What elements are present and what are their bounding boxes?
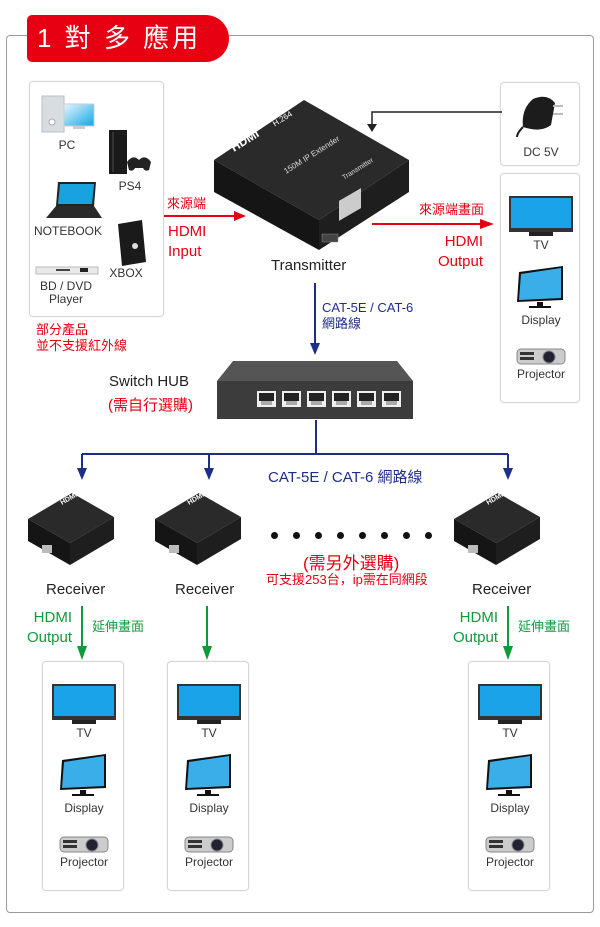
- bd-dvd-player-icon: [35, 266, 99, 275]
- projector-icon: [516, 348, 566, 365]
- extra-receivers-note: (需另外選購): [303, 554, 400, 573]
- transmitter-label: Transmitter: [271, 257, 347, 274]
- display-label-display: Display: [490, 801, 530, 815]
- display-icon: [185, 754, 231, 796]
- projector-icon: [184, 836, 234, 853]
- extra-receivers-detail: 可支援253台，ip需在同網段: [266, 572, 428, 587]
- display-label-projector: Projector: [59, 855, 109, 869]
- input-label-hdmi: HDMI Input: [168, 223, 207, 260]
- receiver-displays-panel: TV Display Projector: [42, 661, 124, 891]
- input-arrow: [164, 211, 246, 221]
- cable-to-hub-label: CAT-5E / CAT-6 網路線: [322, 300, 414, 331]
- tv-icon: [52, 684, 116, 724]
- source-label-xbox: XBOX: [109, 266, 143, 280]
- receiver-output-arrow: [202, 606, 212, 660]
- source-label-bd-dvd: BD / DVD Player: [39, 279, 92, 306]
- local-display-label-projector: Projector: [516, 367, 566, 381]
- output-label-cn: 來源端畫面: [419, 202, 485, 217]
- hub-port: [282, 391, 301, 407]
- ir-note: 部分產品 並不支援紅外線: [36, 322, 128, 353]
- receiver-displays-panel: TV Display Projector: [167, 661, 249, 891]
- receiver-output-cn: 延伸畫面: [92, 619, 145, 634]
- projector-icon: [485, 836, 535, 853]
- power-label: DC 5V: [523, 145, 559, 159]
- receiver-label: Receiver: [175, 581, 235, 598]
- local-displays-panel: TV Display Projector: [500, 173, 580, 403]
- hub-port: [382, 391, 401, 407]
- receiver-device: HDMI: [28, 492, 114, 565]
- receiver-label: Receiver: [46, 581, 106, 598]
- hub-port: [357, 391, 376, 407]
- hub-port: [307, 391, 326, 407]
- distribution-cables: [77, 420, 513, 480]
- power-panel: DC 5V: [500, 82, 580, 166]
- display-label-tv: TV: [201, 726, 217, 740]
- ps4-icon: [109, 130, 151, 174]
- display-label-projector: Projector: [184, 855, 234, 869]
- source-label-ps4: PS4: [118, 179, 142, 193]
- hub-port: [257, 391, 276, 407]
- notebook-icon: [46, 182, 102, 218]
- tv-icon: [478, 684, 542, 724]
- receiver-output-arrow: [503, 606, 513, 660]
- display-label-display: Display: [64, 801, 104, 815]
- display-label-tv: TV: [76, 726, 92, 740]
- receiver-device: HDMI: [454, 492, 540, 565]
- xbox-icon: [118, 220, 146, 266]
- tv-icon: [509, 196, 573, 236]
- transmitter-device: HDMI H.264 150M IP Extender Transmitter: [214, 100, 409, 250]
- display-label-tv: TV: [502, 726, 518, 740]
- receiver-label: Receiver: [472, 581, 532, 598]
- display-label-projector: Projector: [485, 855, 535, 869]
- local-display-label-display: Display: [521, 313, 561, 327]
- pc-icon: [41, 95, 95, 133]
- source-label-notebook: NOTEBOOK: [33, 224, 102, 238]
- switch-hub-note: (需自行選購): [108, 397, 193, 414]
- receiver-displays-panel: TV Display Projector: [468, 661, 550, 891]
- sources-panel: PC PS4 NOTEBOOK XBOX BD / DVD Player: [29, 81, 164, 317]
- more-receivers-ellipsis: [271, 532, 432, 540]
- projector-icon: [59, 836, 109, 853]
- cable-to-receivers-label: CAT-5E / CAT-6 網路線: [268, 469, 423, 486]
- local-display-label-tv: TV: [533, 238, 549, 252]
- receiver-output-label: HDMI Output: [26, 609, 72, 646]
- receiver-output-arrow: [77, 606, 87, 660]
- cable-to-hub: [310, 283, 320, 355]
- receiver-device: HDMI: [155, 492, 241, 565]
- display-icon: [60, 754, 106, 796]
- source-label-pc: PC: [58, 138, 76, 152]
- tv-icon: [177, 684, 241, 724]
- power-adapter-icon: [516, 96, 563, 138]
- power-cable: [367, 111, 502, 132]
- input-label-cn: 來源端: [167, 196, 207, 211]
- switch-hub-label: Switch HUB: [109, 373, 190, 390]
- output-arrow: [372, 219, 494, 229]
- receiver-output-cn: 延伸畫面: [518, 619, 571, 634]
- receiver-output-label: HDMI Output: [452, 609, 498, 646]
- output-label-hdmi: HDMI Output: [438, 233, 484, 270]
- display-label-display: Display: [189, 801, 229, 815]
- hub-port: [332, 391, 351, 407]
- page-title: 1 對 多 應用: [27, 15, 230, 62]
- switch-hub-device: [217, 361, 413, 419]
- display-icon: [517, 266, 563, 308]
- display-icon: [486, 754, 532, 796]
